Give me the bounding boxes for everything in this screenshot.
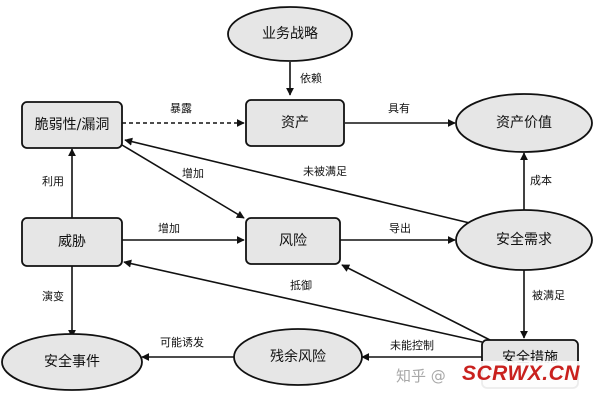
node-label-asset: 资产: [281, 115, 309, 131]
node-threat: [21, 217, 123, 267]
node-label-vuln: 脆弱性/漏洞: [35, 116, 110, 133]
edge-label-risk-need: 导出: [389, 221, 411, 235]
node-event: [1, 333, 143, 391]
watermark-brand-logo: SCRWX.CN: [462, 362, 580, 385]
node-label-threat: 威胁: [58, 234, 86, 250]
edge-label-measure-residual: 未能控制: [390, 338, 434, 352]
node-value: [455, 93, 593, 153]
edge-label-need-vuln: 未被满足: [303, 165, 347, 178]
edge-label-threat-vuln: 利用: [42, 175, 64, 188]
edge-label-vuln-asset: 暴露: [170, 102, 192, 115]
node-need: [455, 209, 593, 271]
node-asset: [245, 99, 345, 147]
node-label-strategy: 业务战略: [262, 26, 318, 42]
node-risk: [245, 217, 341, 265]
edge-measure-risk: [341, 264, 491, 341]
node-label-residual: 残余风险: [270, 348, 326, 365]
watermark: [392, 361, 598, 391]
node-vuln: [21, 101, 123, 149]
node-label-risk: 风险: [279, 233, 307, 249]
edge-need-vuln: [124, 137, 479, 226]
edge-label-threat-event: 演变: [42, 289, 64, 303]
edge-label-asset-value: 具有: [388, 101, 410, 115]
edge-label-threat-risk: 增加: [158, 221, 180, 235]
edge-label-strategy-asset: 依赖: [300, 72, 322, 85]
node-residual: [233, 328, 363, 386]
watermark-source: 知乎 @: [396, 367, 446, 385]
edge-label-residual-event: 可能诱发: [160, 335, 204, 349]
node-strategy: [227, 6, 353, 62]
node-label-event: 安全事件: [44, 353, 100, 370]
edge-label-measure-threat: 抵御: [290, 278, 312, 292]
edge-label-vuln-risk: 增加: [182, 166, 204, 180]
edge-vuln-risk: [121, 144, 245, 219]
edge-label-need-value: 成本: [530, 173, 552, 187]
edge-measure-threat: [123, 259, 483, 343]
node-label-value: 资产价值: [496, 115, 552, 131]
edge-label-need-measure: 被满足: [532, 289, 565, 302]
node-label-need: 安全需求: [496, 231, 552, 248]
